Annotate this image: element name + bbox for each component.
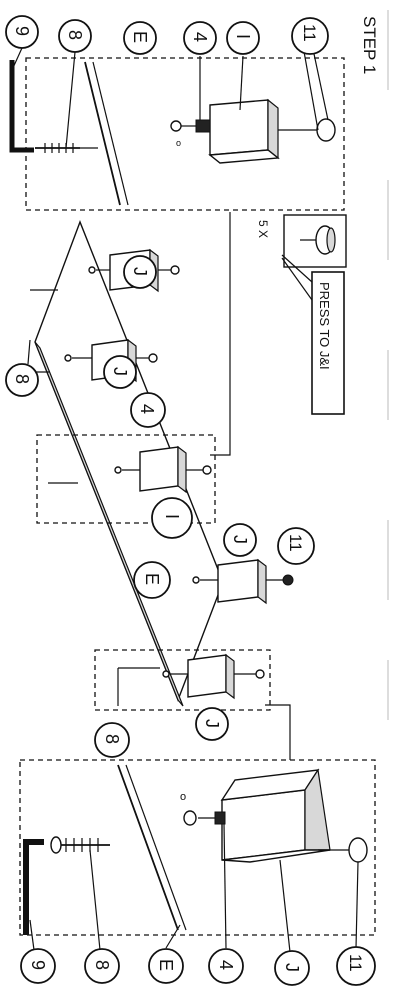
svg-text:J: J — [202, 719, 222, 728]
callout-4-mid: 4 — [130, 392, 166, 428]
svg-text:J: J — [230, 535, 250, 544]
callout-j-bottom: J — [274, 950, 310, 986]
svg-text:8: 8 — [12, 374, 32, 384]
callout-11-top: 11 — [291, 17, 329, 55]
svg-text:4: 4 — [190, 32, 210, 42]
callout-i-top: I — [226, 21, 260, 55]
callout-e-mid: E — [133, 561, 171, 599]
detail-mid-box — [36, 434, 216, 524]
svg-text:4: 4 — [137, 404, 157, 414]
callout-j-3: J — [223, 523, 257, 557]
svg-text:J: J — [130, 267, 150, 276]
callout-4-bottom: 4 — [208, 948, 244, 984]
svg-text:E: E — [142, 573, 162, 585]
callout-8-lower: 8 — [94, 722, 130, 758]
press-note-label: PRESS TO J&I — [317, 282, 332, 370]
callout-e-bottom: E — [148, 948, 184, 984]
svg-text:8: 8 — [102, 734, 122, 744]
svg-text:E: E — [130, 31, 150, 43]
callout-i-mid: I — [151, 497, 193, 539]
callout-j-4: J — [195, 707, 229, 741]
svg-text:4: 4 — [216, 960, 236, 970]
callout-e-top: E — [123, 21, 157, 55]
step-title: STEP 1 — [360, 16, 379, 74]
detail-top: o — [9, 57, 345, 211]
callout-11-bottom: 11 — [336, 946, 376, 986]
svg-text:o: o — [176, 138, 181, 148]
panel-e — [25, 212, 294, 707]
svg-text:o: o — [180, 791, 186, 803]
callout-8-bottom: 8 — [84, 948, 120, 984]
callout-j-2: J — [103, 355, 137, 389]
callout-11-mid: 11 — [277, 527, 315, 565]
svg-text:8: 8 — [92, 960, 112, 970]
detail-bottom: o — [19, 759, 376, 936]
svg-text:J: J — [282, 963, 302, 972]
callout-9-bottom: 9 — [20, 948, 56, 984]
svg-text:I: I — [233, 34, 253, 39]
block-j-3 — [192, 558, 294, 605]
svg-text:9: 9 — [28, 960, 48, 970]
svg-text:J: J — [110, 367, 130, 376]
callout-j-1: J — [123, 255, 157, 289]
svg-text:11: 11 — [346, 954, 365, 972]
press-note-box: PRESS TO J&I — [311, 271, 345, 415]
callout-4-top: 4 — [183, 21, 217, 55]
quantity-box: 5 X — [256, 214, 347, 301]
svg-text:8: 8 — [65, 30, 85, 40]
svg-text:I: I — [162, 514, 182, 519]
plug-icon — [300, 225, 336, 255]
block-j-4 — [117, 653, 265, 706]
svg-text:11: 11 — [286, 534, 305, 552]
quantity-label: 5 X — [256, 220, 270, 238]
svg-text:E: E — [156, 959, 176, 971]
svg-text:11: 11 — [300, 24, 319, 42]
callout-8-left: 8 — [5, 363, 39, 397]
svg-text:9: 9 — [12, 26, 32, 36]
callout-8-top: 8 — [58, 19, 92, 53]
block-i-mid — [114, 445, 212, 494]
callout-9-top: 9 — [5, 15, 39, 49]
